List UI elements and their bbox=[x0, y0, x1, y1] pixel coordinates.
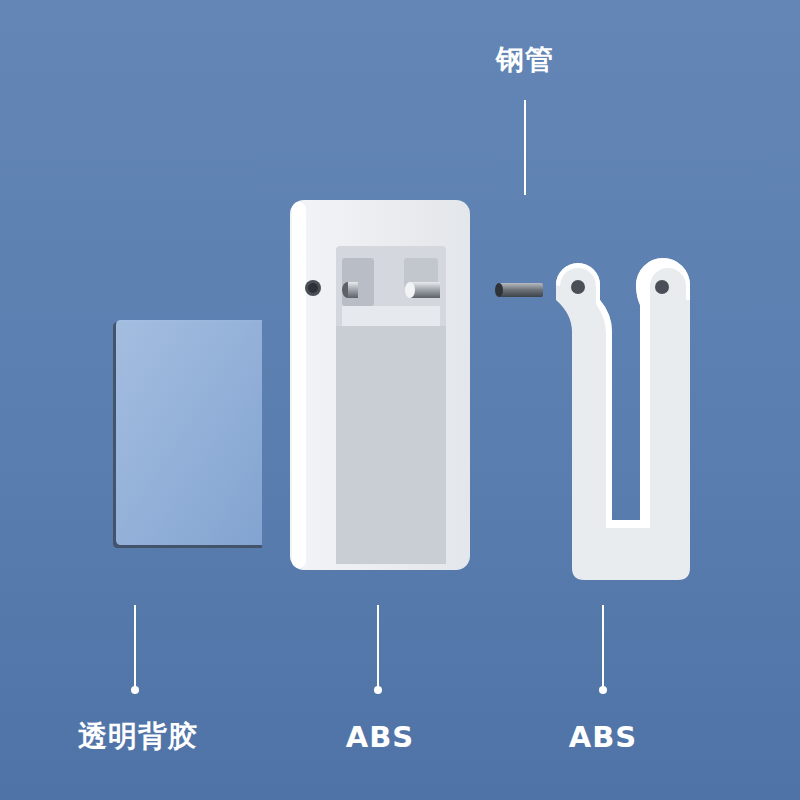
part-label: 透明背胶 bbox=[78, 717, 198, 757]
part-label: 钢管 bbox=[496, 41, 554, 79]
material-label: ABS bbox=[569, 720, 637, 754]
material-label: ABS bbox=[346, 720, 414, 754]
